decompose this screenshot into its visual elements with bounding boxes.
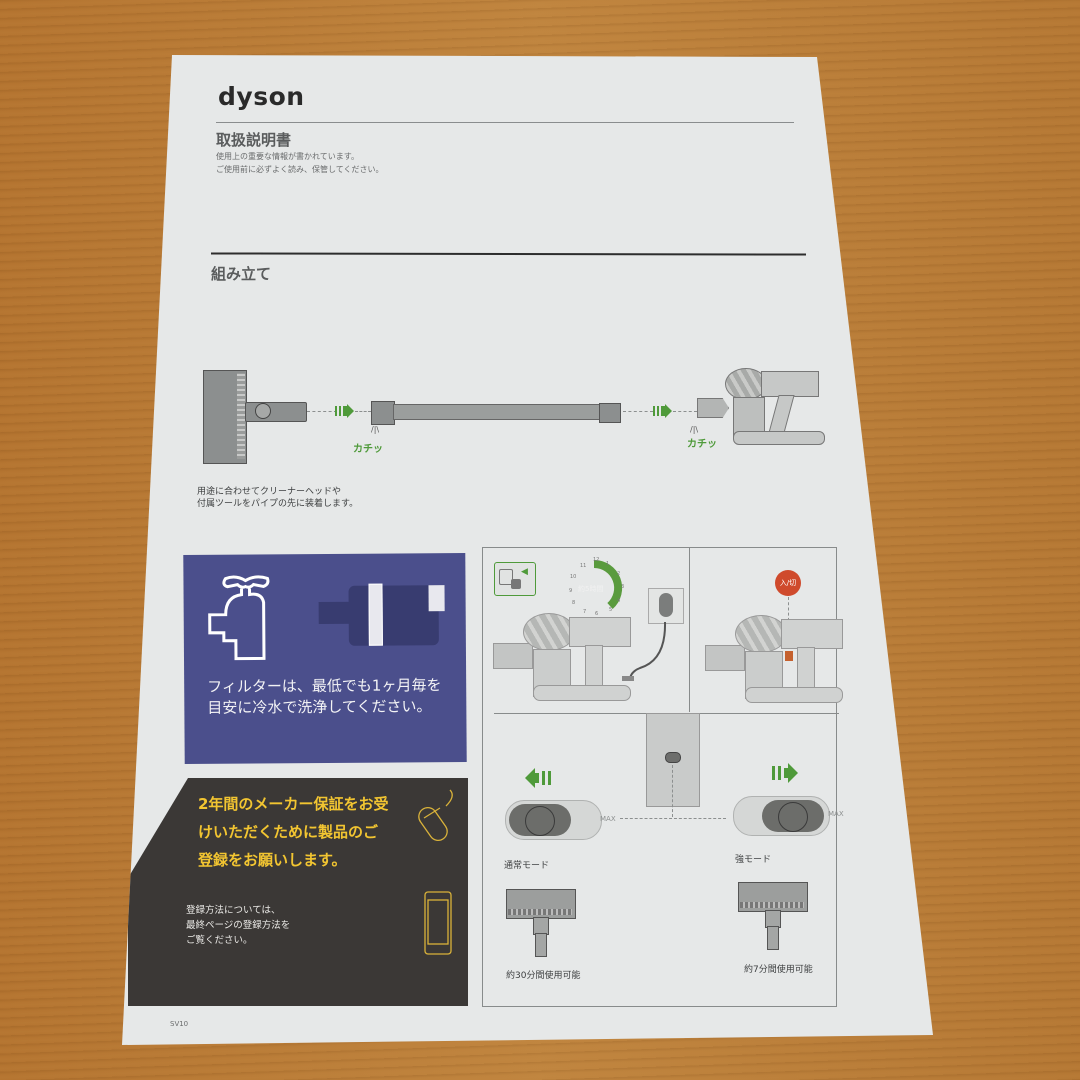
clock-10: 10 [570, 574, 577, 580]
registration-headline-1: 2年間のメーカー保証をお受 [198, 795, 389, 813]
section-title-assembly: 組み立て [211, 265, 272, 283]
filter-device-icon [318, 583, 449, 659]
max-mode-switch [733, 796, 830, 836]
handle-back-icon [646, 713, 700, 807]
max-mode-runtime: 約7分間使用可能 [744, 965, 813, 975]
wall-outlet-icon [648, 588, 684, 624]
max-marker-right: MAX [828, 810, 844, 818]
clock-8: 8 [572, 600, 576, 606]
mouse-icon [418, 789, 453, 842]
registration-notice: 2年間のメーカー保証をお受 けいただくために製品のご 登録をお願いします。 登録… [128, 778, 468, 1006]
charge-plug-icon: ◀ [494, 562, 536, 596]
click-sound-label-1: カチッ [353, 444, 383, 455]
wand-pipe-icon [371, 401, 395, 425]
registration-body-3: ご覧ください。 [186, 935, 253, 946]
registration-headline-3: 登録をお願いします。 [198, 851, 347, 869]
clock-1: 1 [606, 561, 610, 567]
dyson-logo: dyson [218, 82, 305, 111]
clock-2: 2 [617, 571, 621, 577]
model-number: SV10 [170, 1020, 189, 1028]
clock-12: 12 [593, 557, 600, 563]
subtitle-line-1: 使用上の重要な情報が書かれています。 [216, 152, 359, 161]
clock-4: 4 [617, 598, 621, 604]
clock-11: 11 [580, 563, 587, 569]
header-divider [216, 122, 794, 123]
assembly-diagram: /|\ カチッ /|\ カチッ [195, 365, 835, 475]
panel-divider-vertical [689, 547, 690, 712]
caption-line-1: 用途に合わせてクリーナーヘッドや [197, 487, 342, 497]
charge-clock-icon [593, 559, 623, 609]
normal-mode-runtime: 約30分間使用可能 [506, 971, 581, 981]
clock-6: 6 [595, 611, 599, 617]
max-mode-label: 強モード [735, 855, 772, 865]
normal-mode-switch [505, 800, 602, 840]
push-arrow-icon [335, 404, 354, 418]
section-divider [210, 252, 807, 256]
max-marker-left: MAX [600, 815, 616, 823]
assembly-caption: 用途に合わせてクリーナーヘッドや 付属ツールをパイプの先に装着します。 [197, 486, 358, 510]
push-arrow-icon [653, 404, 672, 418]
caption-line-2: 付属ツールをパイプの先に装着します。 [197, 499, 359, 509]
smartphone-icon [424, 891, 452, 955]
clock-3: 3 [621, 584, 625, 590]
arrow-right-icon [772, 763, 798, 783]
clock-7: 7 [583, 609, 587, 615]
cleaner-head-max-icon [738, 882, 808, 952]
arrow-left-icon [525, 768, 551, 788]
subtitle-line-2: ご使用前に必ずよく読み、保管してください。 [216, 165, 384, 174]
click-sound-label-2: カチッ [687, 439, 717, 450]
filter-text-line-2: 目安に冷水で洗浄してください。 [207, 697, 432, 717]
filter-wash-notice: フィルターは、最低でも1ヶ月毎を 目安に冷水で洗浄してください。 [183, 553, 467, 764]
clock-5: 5 [609, 607, 613, 613]
normal-mode-label: 通常モード [504, 861, 550, 871]
water-tap-icon [208, 575, 270, 661]
handheld-power-icon [705, 615, 845, 705]
cleaner-head-normal-icon [506, 889, 576, 959]
registration-body-1: 登録方法については、 [186, 905, 281, 916]
registration-headline-2: けいただくために製品のご [198, 823, 379, 841]
usage-instruction-panel [482, 547, 837, 1007]
power-button-badge: 入/切 [775, 570, 801, 596]
handheld-charging-icon [493, 613, 633, 703]
charge-duration: 約5時間 [578, 585, 604, 593]
registration-body-2: 最終ページの登録方法を [186, 920, 291, 931]
document-title: 取扱説明書 [216, 131, 292, 149]
clock-9: 9 [569, 588, 573, 594]
filter-text-line-1: フィルターは、最低でも1ヶ月毎を [207, 676, 442, 696]
charger-cable-icon [622, 621, 667, 681]
handheld-vacuum-icon [697, 365, 827, 450]
